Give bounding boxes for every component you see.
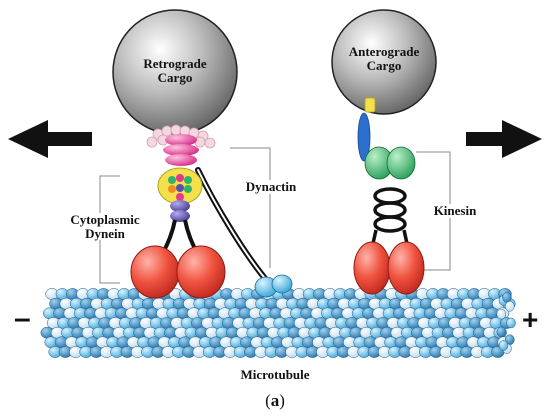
retrograde-cargo-label-line2: Cargo bbox=[157, 69, 193, 85]
microtubule-end-subunit bbox=[505, 301, 515, 312]
microtubule-end-subunit bbox=[498, 340, 509, 351]
left-arrow-icon bbox=[8, 120, 92, 158]
microtubule-end-subunit bbox=[506, 317, 516, 329]
cytoplasmic-dynein-label-line2: Dynein bbox=[85, 225, 125, 241]
anterograde-cargo-label-line1: Anterograde bbox=[348, 44, 420, 59]
anterograde-cargo-label: Anterograde Cargo bbox=[334, 45, 434, 72]
caption-letter: a bbox=[270, 391, 280, 410]
dynactin-complex bbox=[146, 124, 293, 298]
minus-end-sign: – bbox=[14, 302, 31, 335]
kinesin-head-right bbox=[387, 241, 425, 295]
dynein-head-right bbox=[176, 245, 226, 299]
microtubule-end-subunit bbox=[502, 292, 512, 303]
dynein-head-left bbox=[130, 245, 180, 299]
dynactin-label: Dynactin bbox=[236, 180, 306, 194]
cytoplasmic-dynein-label: Cytoplasmic Dynein bbox=[60, 212, 150, 241]
microtubule-label: Microtubule bbox=[240, 367, 310, 382]
retrograde-cargo-label: Retrograde Cargo bbox=[128, 57, 222, 84]
figure-caption: (a) bbox=[250, 392, 300, 410]
caption-close-paren: ) bbox=[279, 391, 285, 410]
cytoplasmic-dynein-label-line1: Cytoplasmic bbox=[70, 212, 140, 227]
caption-open-paren: ( bbox=[265, 391, 271, 410]
kinesin-head-left bbox=[353, 241, 391, 295]
microtubule-end-subunit bbox=[496, 308, 507, 320]
plus-end-sign: + bbox=[522, 304, 539, 335]
retrograde-cargo-label-line1: Retrograde bbox=[143, 56, 207, 71]
microtubule-end-subunit bbox=[496, 326, 507, 338]
anterograde-cargo-label-line2: Cargo bbox=[366, 57, 402, 73]
kinesin-label: Kinesin bbox=[430, 204, 480, 218]
kinesin bbox=[353, 97, 425, 295]
anterograde-cargo bbox=[331, 9, 437, 115]
cytoplasmic-dynein bbox=[130, 167, 226, 299]
right-arrow-icon bbox=[466, 120, 542, 158]
microtubule bbox=[40, 288, 516, 358]
